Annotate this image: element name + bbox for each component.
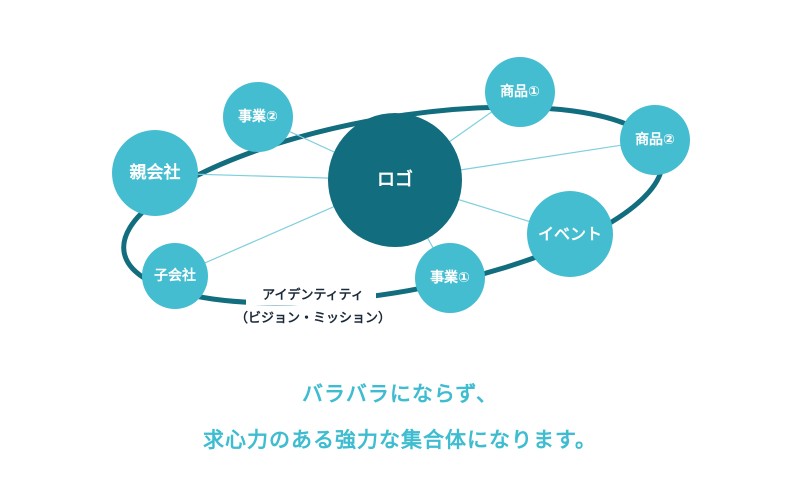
node-prod1: 商品① xyxy=(485,57,555,127)
node-subsidiary-label: 子会社 xyxy=(154,267,196,284)
orbit-label-backdrop xyxy=(246,285,376,305)
node-biz2-label: 事業② xyxy=(238,108,278,125)
node-event: イベント xyxy=(527,191,613,277)
node-prod1-label: 商品① xyxy=(500,83,540,100)
caption-line2: 求心力のある強力な集合体になります。 xyxy=(203,428,597,452)
node-biz1-label: 事業① xyxy=(430,269,470,286)
node-subsidiary: 子会社 xyxy=(142,243,208,309)
node-parent: 親会社 xyxy=(112,130,198,216)
center-node: ロゴ xyxy=(328,113,462,247)
node-event-label: イベント xyxy=(538,225,602,244)
node-prod2: 商品② xyxy=(620,105,690,175)
node-biz1: 事業① xyxy=(415,243,485,313)
identity-diagram: ロゴ 親会社 事業② 商品① 商品② イベント 事業① xyxy=(112,57,690,326)
node-biz2: 事業② xyxy=(223,82,293,152)
node-prod2-label: 商品② xyxy=(635,131,675,148)
orbit-label-line1: アイデンティティ xyxy=(262,287,364,303)
center-label: ロゴ xyxy=(377,169,413,191)
orbit-label-line2: （ビジョン・ミッション） xyxy=(235,310,391,326)
caption-line1: バラバラにならず、 xyxy=(302,382,498,406)
node-parent-label: 親会社 xyxy=(130,162,181,183)
